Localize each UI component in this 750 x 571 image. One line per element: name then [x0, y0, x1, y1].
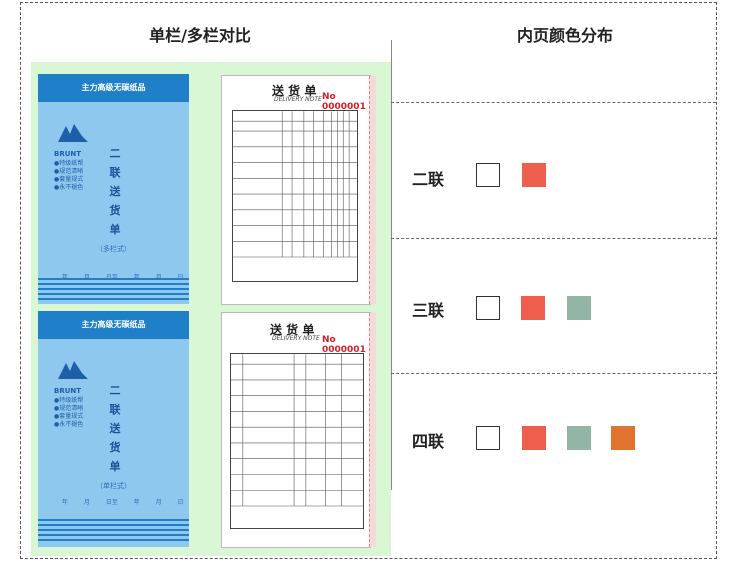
cover-brand: BRUNT	[54, 387, 82, 395]
cover-band: 主力高级无碳纸品	[38, 74, 189, 102]
cover-char: 二	[109, 147, 121, 160]
swatch-four-green	[567, 426, 591, 450]
cover-date-line: 年 月 日至 年 月 日	[62, 499, 184, 506]
swatch-two-red	[522, 163, 546, 187]
cover-char: 联	[109, 403, 121, 416]
cover-feature: ●规范清晰	[54, 405, 84, 412]
sheet-grid	[232, 110, 358, 282]
delivery-note-single: 送 货 单 DELIVERY NOTE No 0000001	[221, 312, 376, 548]
cover-char: 送	[109, 422, 121, 435]
sheet-subtitle: DELIVERY NOTE	[272, 335, 320, 342]
swatch-three-red	[521, 296, 545, 320]
sheet-number: No 0000001	[322, 92, 366, 112]
row-divider-1	[391, 102, 716, 103]
row-label-four-part: 四联	[412, 432, 445, 451]
swatch-four-red	[522, 426, 546, 450]
cover-stripes	[38, 519, 189, 541]
row-divider-3	[391, 373, 716, 374]
sheet-number: No 0000001	[322, 335, 366, 355]
cover-char: 联	[109, 166, 121, 179]
column-divider	[391, 40, 392, 490]
cover-char: 货	[109, 441, 121, 454]
left-header: 单栏/多栏对比	[149, 26, 251, 45]
swatch-two-white	[476, 163, 500, 187]
sheet-subtitle: DELIVERY NOTE	[274, 96, 322, 103]
perforated-edge	[369, 76, 376, 304]
cover-style-label: （单栏式）	[96, 482, 131, 490]
swatch-three-green	[567, 296, 591, 320]
right-header: 内页颜色分布	[516, 26, 613, 45]
row-label-two-part: 二联	[412, 170, 445, 189]
outer-frame	[20, 2, 717, 559]
swatch-three-white	[476, 296, 500, 320]
cover-band: 主力高级无碳纸品	[38, 311, 189, 339]
cover-feature: ●规范清晰	[54, 168, 84, 175]
cover-style-label: （多栏式）	[96, 245, 131, 253]
swatch-four-orange	[611, 426, 635, 450]
cover-feature: ●套量规式	[54, 176, 84, 183]
swatch-four-white	[476, 426, 500, 450]
cover-date-line: 年 月 日至 年 月 日	[62, 272, 184, 281]
perforated-edge	[369, 313, 376, 547]
sheet-title: 送 货 单	[272, 84, 317, 98]
row-divider-2	[391, 238, 716, 239]
delivery-note-multi: 送 货 单 DELIVERY NOTE No 0000001	[221, 75, 376, 305]
cover-feature: ●特级纸帮	[54, 160, 84, 167]
brunt-logo-icon	[58, 361, 88, 379]
sheet-title: 送 货 单	[270, 323, 315, 337]
cover-char: 送	[109, 185, 121, 198]
cover-single-column: 主力高级无碳纸品 BRUNT ●特级纸帮 ●规范清晰 ●套量规式 ●永不褪色 二…	[38, 311, 189, 547]
cover-multi-column: 主力高级无碳纸品 BRUNT ●特级纸帮 ●规范清晰 ●套量规式 ●永不褪色 二…	[38, 74, 189, 304]
cover-feature: ●特级纸帮	[54, 397, 84, 404]
brunt-logo-icon	[58, 124, 88, 142]
cover-feature: ●套量规式	[54, 413, 84, 420]
cover-feature: ●永不褪色	[54, 184, 84, 191]
cover-char: 二	[109, 384, 121, 397]
cover-feature: ●永不褪色	[54, 421, 84, 428]
cover-vertical-title: 二 联 送 货 单	[108, 381, 122, 476]
cover-stripes	[38, 278, 189, 300]
row-label-three-part: 三联	[412, 301, 445, 320]
cover-char: 货	[109, 204, 121, 217]
cover-char: 单	[109, 223, 121, 236]
cover-char: 单	[109, 460, 121, 473]
cover-vertical-title: 二 联 送 货 单	[108, 144, 122, 239]
cover-brand: BRUNT	[54, 150, 82, 158]
sheet-grid	[230, 353, 364, 529]
